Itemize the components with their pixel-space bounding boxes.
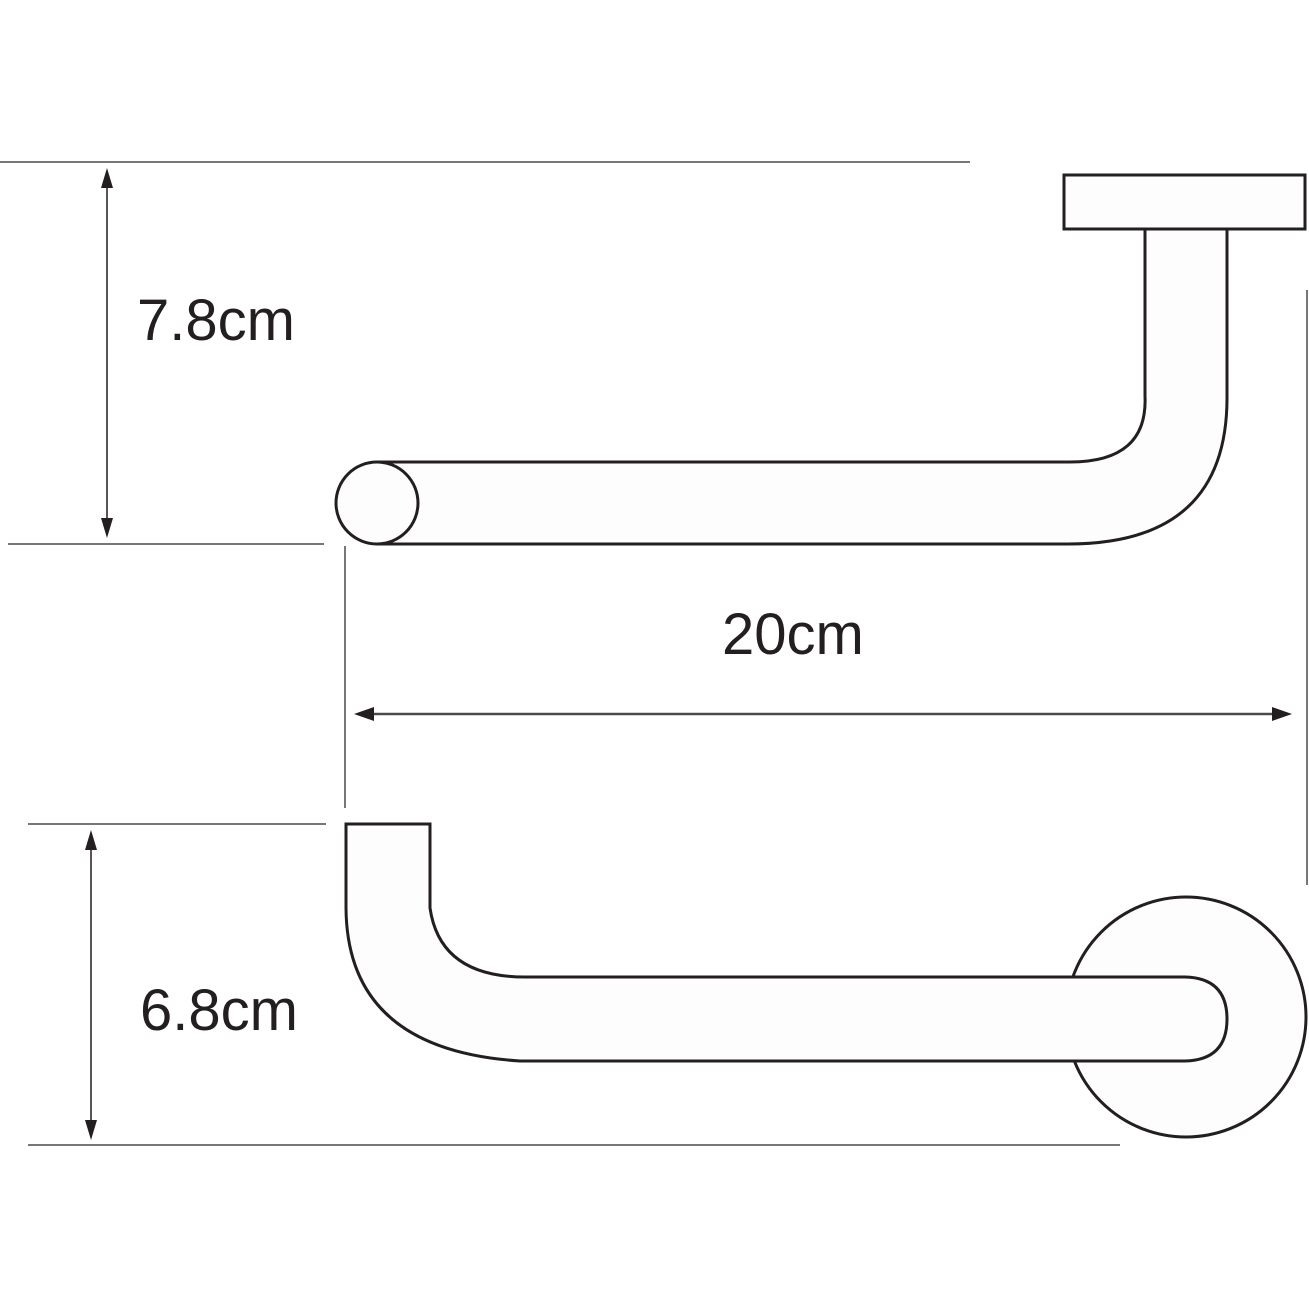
holder-bar-front-view [344, 822, 1229, 1063]
arrow-down-icon [85, 1120, 97, 1140]
arrow-right-icon [1272, 707, 1292, 721]
dimension-length: 20cm [354, 602, 1292, 721]
arrow-down-icon [101, 518, 113, 538]
holder-bar-top-view [376, 227, 1229, 546]
arrow-left-icon [354, 707, 374, 721]
dimension-front-height: 6.8cm [85, 830, 298, 1140]
arrow-up-icon [101, 168, 113, 188]
dimension-label-length: 20cm [722, 602, 864, 667]
dimension-label-front-height: 6.8cm [140, 978, 298, 1043]
dimension-top-height: 7.8cm [101, 168, 295, 538]
bar-end-cap [334, 460, 420, 546]
front-view [344, 822, 1308, 1139]
wall-plate-top-view [1062, 173, 1307, 231]
arrow-up-icon [85, 830, 97, 850]
dimension-label-top-height: 7.8cm [137, 288, 295, 353]
top-view [334, 173, 1307, 546]
